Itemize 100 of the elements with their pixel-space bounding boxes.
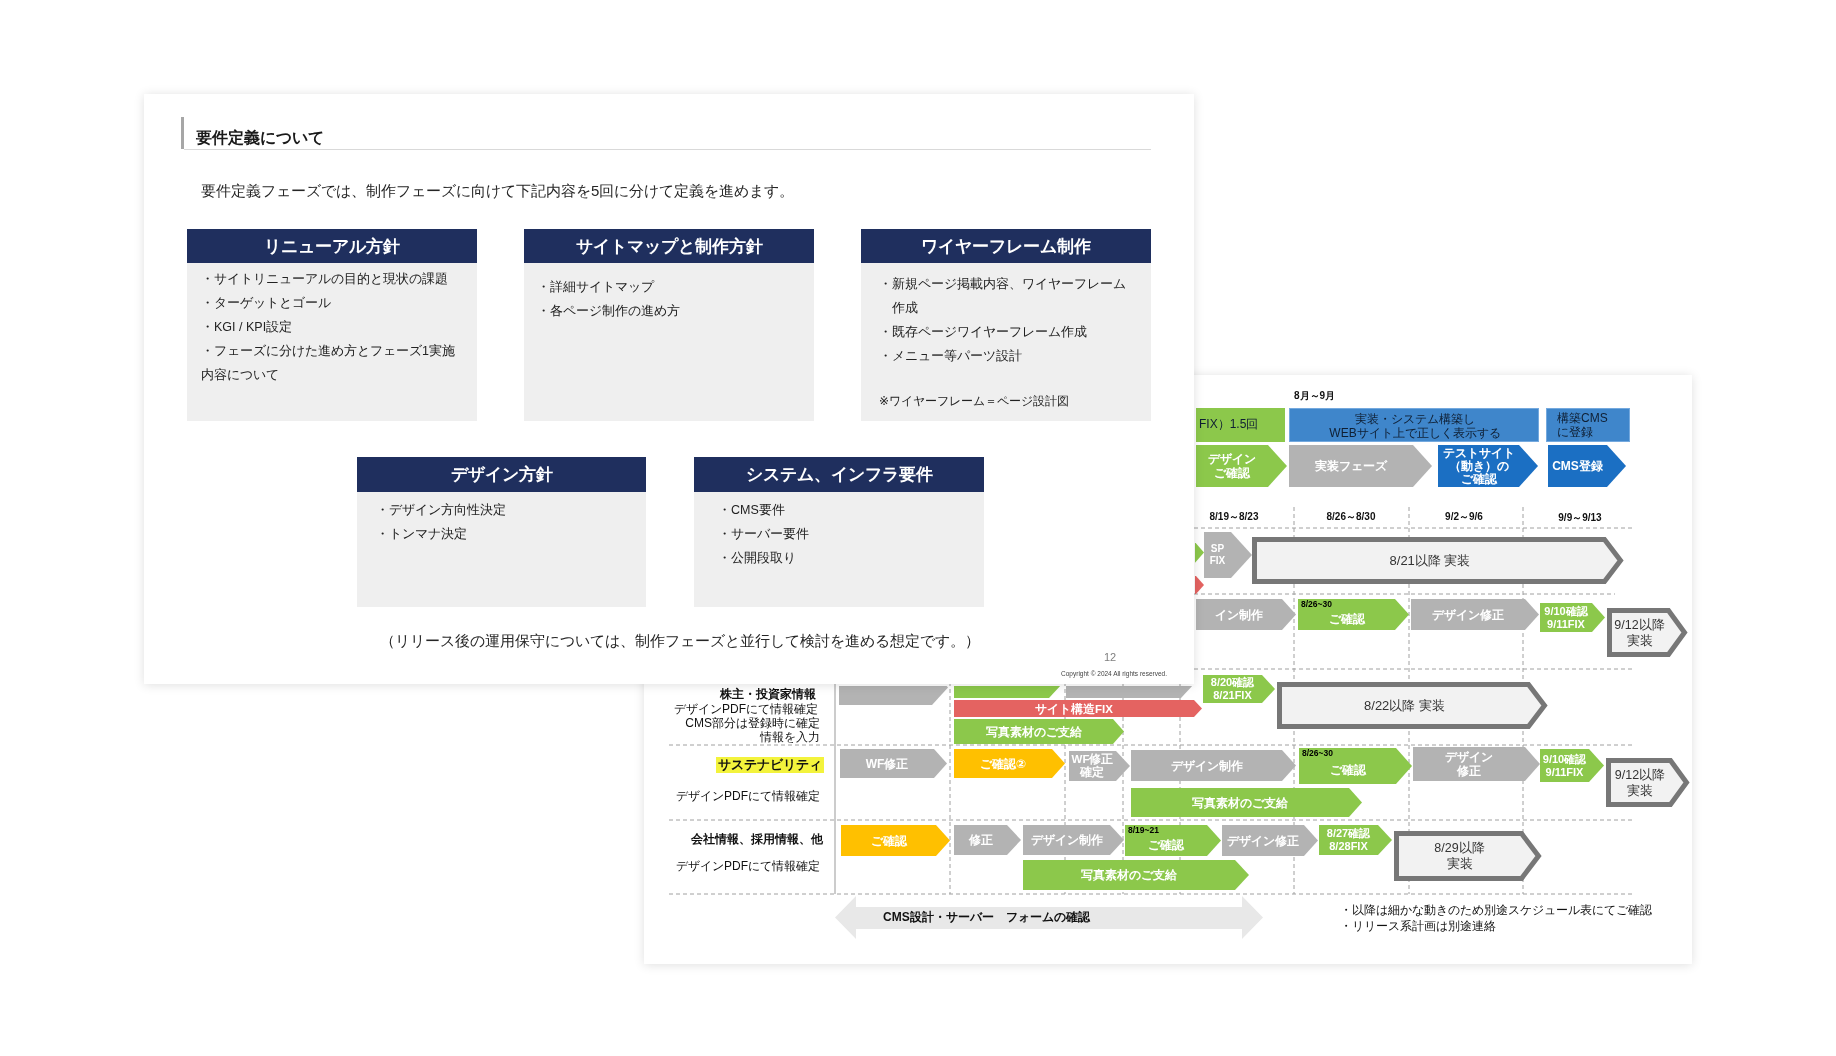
requirement-card xyxy=(694,457,984,607)
bar-label: 修正 xyxy=(968,832,993,848)
card-heading: リニューアル方針 xyxy=(187,229,477,263)
bullet-item: ・メニュー等パーツ設計 xyxy=(879,348,1022,365)
row-note: デザインPDFにて情報確定 xyxy=(674,702,818,716)
bullet-item: ・既存ページワイヤーフレーム作成 xyxy=(879,324,1087,341)
bar-label: CMS登録 xyxy=(1552,458,1603,474)
bar-label: デザイン修正 xyxy=(1445,750,1493,778)
date-note: 8/26~30 xyxy=(1302,749,1333,758)
bar-label: 8/20確認 8/21FIX xyxy=(1210,676,1255,702)
band-label: 実装・システム構築しWEBサイト上で正しく表示する xyxy=(1329,412,1501,440)
slide-title: 要件定義について xyxy=(196,128,324,148)
week-header: 9/9～9/13 xyxy=(1558,512,1602,524)
task-bar xyxy=(1131,788,1362,817)
date-note: 8/19~21 xyxy=(1128,826,1159,835)
bar-label: デザイン制作 xyxy=(1030,832,1103,848)
task-bar xyxy=(1540,749,1604,782)
task-bar xyxy=(954,719,1124,744)
row-heading: 株主・投資家情報 xyxy=(720,687,816,701)
phase-band xyxy=(1196,408,1285,442)
task-bar xyxy=(840,749,947,778)
milestone-bar xyxy=(1394,831,1542,881)
week-header: 8/26～8/30 xyxy=(1326,511,1376,523)
bullet-item: ・トンマナ決定 xyxy=(376,526,467,543)
card-heading: サイトマップと制作方針 xyxy=(524,229,814,263)
page-number: 12 xyxy=(1104,650,1117,664)
task-bar xyxy=(1298,599,1409,630)
bar-label: 8/21以降 実装 xyxy=(1389,552,1471,569)
period-label: 8月～9月 xyxy=(1294,390,1336,402)
bar-label: 写真素材のご支給 xyxy=(985,724,1082,739)
bar-label: WF修正確定 xyxy=(1071,753,1114,779)
banner-label: CMS設計・サーバー フォームの確認 xyxy=(883,910,1090,925)
bar-label: 9/12以降実装 xyxy=(1614,766,1666,799)
task-bar xyxy=(1413,747,1540,781)
bullet-item: ・デザイン方向性決定 xyxy=(376,502,506,519)
bar-label: SP FIX xyxy=(1209,543,1226,567)
intro-text: 要件定義フェーズでは、制作フェーズに向けて下記内容を5回に分けて定義を進めます。 xyxy=(201,181,795,201)
bar-label: サイト構造FIX xyxy=(1035,701,1113,716)
task-bar xyxy=(1196,599,1296,630)
bar-label: 8/22以降 実装 xyxy=(1364,697,1445,714)
row-heading: 会社情報、採用情報、他 xyxy=(691,832,823,846)
bullet-item: ・フェーズに分けた進め方とフェーズ1実施内容について xyxy=(201,343,456,384)
highlighted-heading: サステナビリティ xyxy=(716,757,824,773)
bar-label: デザイン修正 xyxy=(1432,607,1504,622)
task-bar xyxy=(1540,603,1605,632)
task-bar xyxy=(1204,532,1252,578)
bar-label: 9/10確認 9/11FIX xyxy=(1544,604,1588,631)
bar-label: デザイン制作 xyxy=(1170,758,1243,773)
task-bar xyxy=(1203,675,1275,703)
week-header: 8/19～8/23 xyxy=(1209,511,1259,523)
bullet-item: ・サーバー要件 xyxy=(718,526,809,543)
task-bar xyxy=(954,825,1021,855)
bar-label: イン制作 xyxy=(1215,607,1263,622)
bar-label: ご確認 xyxy=(1328,611,1365,626)
requirement-card xyxy=(861,229,1151,421)
milestone-bar xyxy=(1252,537,1624,584)
task-bar xyxy=(1066,686,1194,698)
bar-label: 9/10確認 9/11FIX xyxy=(1542,752,1587,779)
bar-label: WF修正 xyxy=(865,756,909,771)
task-bar xyxy=(954,700,1202,717)
requirement-card xyxy=(187,229,477,421)
slide-panel xyxy=(144,94,1194,684)
double-pointed-banner xyxy=(835,896,1263,939)
milestone-bar xyxy=(1277,682,1548,729)
phase-bar xyxy=(1196,445,1287,487)
bar-label: ご確認 xyxy=(870,833,907,848)
bar-label: 9/12以降実装 xyxy=(1614,616,1665,649)
bar-label: 8/29以降実装 xyxy=(1434,840,1485,872)
task-bar xyxy=(1125,825,1221,856)
band-label: 構築CMSに登録 xyxy=(1557,411,1608,439)
schedule-note: ・以降は細かな動きのため別途スケジュール表にてご確認 xyxy=(1340,903,1652,918)
bullet-item: ・サイトリニューアルの目的と現状の課題 xyxy=(201,271,448,288)
bullet-item: ・各ページ制作の進め方 xyxy=(537,303,680,320)
bar-label: ご確認② xyxy=(979,756,1027,771)
phase-band xyxy=(1289,408,1539,442)
requirement-card xyxy=(357,457,646,607)
task-bar xyxy=(1023,860,1249,890)
card-heading: デザイン方針 xyxy=(357,457,646,492)
task-bar xyxy=(1411,599,1539,630)
task-bar xyxy=(1023,825,1124,855)
band-label: FIX）1.5回 xyxy=(1199,418,1259,432)
task-bar xyxy=(841,825,950,856)
bar-label: ご確認 xyxy=(1329,762,1366,778)
bar-label: ご確認 xyxy=(1148,837,1184,852)
row-note: デザインPDFにて情報確定 xyxy=(676,859,820,873)
week-header: 9/2～9/6 xyxy=(1445,511,1483,523)
phase-band xyxy=(1546,408,1630,442)
milestone-bar xyxy=(1606,758,1690,807)
bar-label: 8/27確認 8/28FIX xyxy=(1326,827,1371,853)
row-note: CMS部分は登録時に確定情報を入力 xyxy=(685,716,820,744)
note-text: ※ワイヤーフレーム＝ページ設計図 xyxy=(879,393,1070,409)
row-note: デザインPDFにて情報確定 xyxy=(676,789,820,803)
phase-bar xyxy=(1289,445,1432,487)
bullet-item: ・詳細サイトマップ xyxy=(537,279,654,296)
task-bar xyxy=(1069,751,1130,781)
task-bar xyxy=(1222,825,1318,856)
card-heading: システム、インフラ要件 xyxy=(694,457,984,492)
bar-label: 写真素材のご支給 xyxy=(1192,795,1288,810)
bar-label: デザイン修正 xyxy=(1227,833,1299,848)
bullet-item: ・公開段取り xyxy=(718,550,796,567)
